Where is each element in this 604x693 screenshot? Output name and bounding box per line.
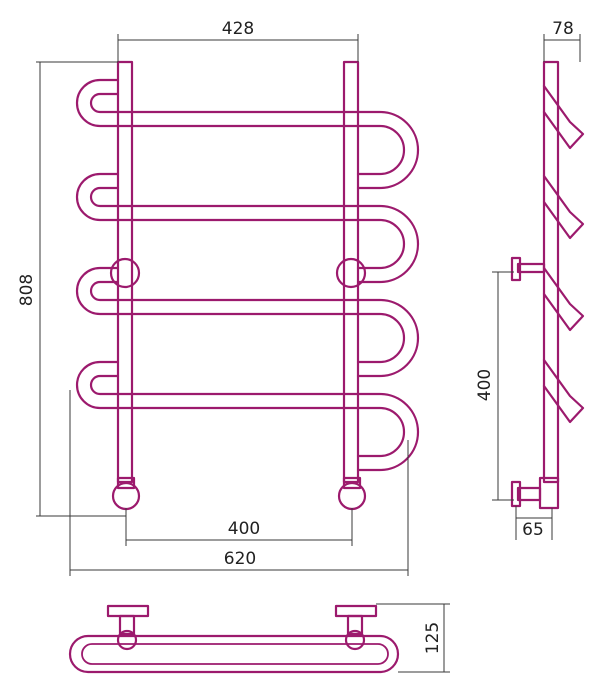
label-overall-width: 620	[224, 549, 256, 569]
dimension-side-connection-height: 400	[475, 271, 514, 501]
side-rungs	[542, 84, 585, 424]
dimension-bottom-depth: 125	[376, 603, 450, 673]
bottom-valve-right	[334, 604, 378, 651]
dimension-side-depth: 78	[543, 19, 581, 62]
dimension-top-width: 428	[117, 19, 359, 62]
dimension-wall-offset: 65	[515, 506, 553, 540]
bottom-valve-left	[106, 604, 150, 651]
label-overall-height: 808	[17, 274, 37, 306]
label-side-depth: 78	[552, 19, 574, 39]
wall-bracket-right	[335, 257, 367, 289]
label-connection-spacing: 400	[228, 519, 260, 539]
dimension-overall-width: 620	[69, 390, 409, 576]
dimension-overall-height: 808	[17, 61, 126, 517]
front-view	[75, 60, 420, 511]
valve-left	[111, 476, 141, 511]
label-top-width: 428	[222, 19, 254, 39]
side-valve	[510, 476, 560, 510]
wall-bracket-left	[109, 257, 141, 289]
valve-right	[337, 476, 367, 511]
label-wall-offset: 65	[522, 520, 544, 540]
dimension-connection-spacing: 400	[125, 508, 353, 546]
serpentine-rail	[75, 78, 420, 472]
label-bottom-depth: 125	[423, 622, 443, 654]
bottom-view	[68, 604, 400, 674]
side-mid-bracket	[510, 256, 546, 282]
side-view	[510, 60, 585, 510]
label-side-connection-height: 400	[475, 369, 495, 401]
